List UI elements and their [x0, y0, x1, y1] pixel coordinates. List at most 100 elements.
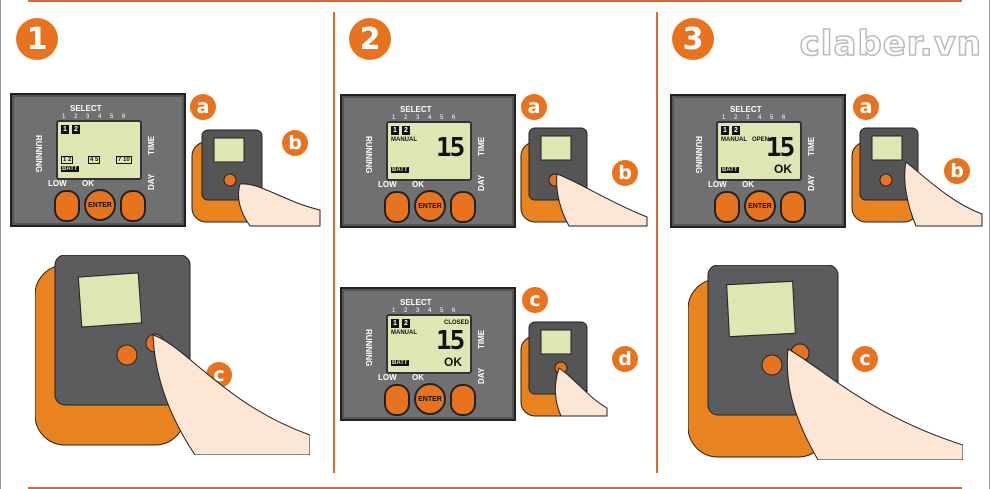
- select-digit-3: 3: [746, 115, 750, 121]
- divider-1: [333, 12, 335, 473]
- low-label: LOW: [378, 180, 397, 189]
- enter-button[interactable]: ENTER: [744, 190, 776, 222]
- top-rule: [28, 0, 962, 2]
- lcd-battery: BATT: [61, 166, 79, 172]
- lcd-box-1: 1: [61, 125, 69, 134]
- lcd-state: CLOSED: [444, 320, 470, 326]
- step3-badge-b: b: [944, 158, 970, 184]
- select-digit-2: 2: [404, 308, 408, 314]
- lcd-slot-1: 1 2: [61, 156, 74, 164]
- step1-device-photo-large: [35, 255, 310, 455]
- select-digit-1: 1: [62, 114, 66, 120]
- day-label: DAY: [477, 367, 486, 384]
- lcd-box-2: 2: [402, 126, 410, 135]
- frame-left-edge: [0, 0, 1, 489]
- step2-badge-c: c: [522, 287, 548, 313]
- select-digit-4: 4: [758, 115, 762, 121]
- day-label: DAY: [147, 173, 156, 190]
- step2-device-photo-top: [520, 127, 648, 227]
- lcd-mode: MANUAL: [391, 137, 417, 143]
- lcd-ok: OK: [774, 162, 792, 176]
- lcd-value: 15: [436, 326, 465, 356]
- select-digit-5: 5: [440, 308, 444, 314]
- low-label: LOW: [48, 179, 67, 188]
- select-digit-5: 5: [440, 115, 444, 121]
- step3-device-photo-large: [688, 265, 963, 460]
- running-label: RUNNING: [34, 135, 43, 173]
- lcd-battery: BATT: [721, 167, 739, 173]
- lcd-state: OPEN: [752, 137, 770, 143]
- time-label: TIME: [477, 329, 486, 349]
- select-digit-2: 2: [734, 115, 738, 121]
- low-label: LOW: [378, 373, 397, 382]
- right-arrow-button[interactable]: [780, 191, 806, 223]
- select-digit-2: 2: [74, 114, 78, 120]
- left-arrow-button[interactable]: [384, 191, 410, 223]
- lcd-value: 15: [766, 133, 795, 163]
- running-label: RUNNING: [694, 136, 703, 174]
- right-arrow-button[interactable]: [450, 191, 476, 223]
- step3-badge-c: c: [852, 346, 878, 372]
- step3a-lcd: 1 2 MANUAL OPEN 15 OK BATT: [716, 121, 802, 181]
- select-digit-5: 5: [110, 114, 114, 120]
- ok-label: OK: [412, 373, 424, 382]
- select-digit-2: 2: [404, 115, 408, 121]
- right-arrow-button[interactable]: [450, 384, 476, 416]
- select-digit-1: 1: [392, 308, 396, 314]
- bottom-rule: [28, 487, 962, 489]
- lcd-box-2: 2: [72, 125, 80, 134]
- time-label: TIME: [477, 136, 486, 156]
- select-label: SELECT: [730, 105, 762, 114]
- running-label: RUNNING: [364, 136, 373, 174]
- lcd-battery: BATT: [391, 360, 409, 366]
- lcd-value: 15: [436, 133, 465, 163]
- enter-button[interactable]: ENTER: [414, 190, 446, 222]
- select-digit-3: 3: [86, 114, 90, 120]
- select-digit-6: 6: [122, 114, 126, 120]
- step2c-control-panel: SELECT 1 2 MANUAL CLOSED 15 OK BATT RUNN…: [340, 287, 516, 421]
- select-digit-6: 6: [452, 308, 456, 314]
- select-digit-4: 4: [98, 114, 102, 120]
- lcd-box-1: 1: [391, 126, 399, 135]
- day-label: DAY: [477, 174, 486, 191]
- lcd-box-1: 1: [391, 319, 399, 328]
- step2a-lcd: 1 2 MANUAL 15 BATT: [386, 121, 472, 181]
- step-3-badge: 3: [672, 18, 714, 60]
- left-arrow-button[interactable]: [714, 191, 740, 223]
- right-arrow-button[interactable]: [120, 190, 146, 222]
- enter-button[interactable]: ENTER: [84, 189, 116, 221]
- time-label: TIME: [807, 136, 816, 156]
- ok-label: OK: [412, 180, 424, 189]
- select-digit-6: 6: [782, 115, 786, 121]
- low-label: LOW: [708, 180, 727, 189]
- select-digit-6: 6: [452, 115, 456, 121]
- lcd-ok: OK: [444, 355, 462, 369]
- select-digit-3: 3: [416, 115, 420, 121]
- step-2-badge: 2: [349, 18, 391, 60]
- select-label: SELECT: [400, 105, 432, 114]
- lcd-slot-2: 4 5: [88, 156, 101, 164]
- step2-badge-d: d: [612, 346, 638, 372]
- select-label: SELECT: [70, 104, 102, 113]
- step1-badge-b: b: [282, 130, 308, 156]
- lcd-box-2: 2: [732, 126, 740, 135]
- select-digit-4: 4: [428, 115, 432, 121]
- lcd-slot-3: 7 10: [116, 156, 132, 164]
- left-arrow-button[interactable]: [54, 190, 80, 222]
- step1-lcd: 1 2 1 2 4 5 7 10 BATT: [56, 120, 142, 180]
- select-digit-5: 5: [770, 115, 774, 121]
- step2c-lcd: 1 2 MANUAL CLOSED 15 OK BATT: [386, 314, 472, 374]
- lcd-battery: BATT: [391, 167, 409, 173]
- lcd-box-2: 2: [402, 319, 410, 328]
- left-arrow-button[interactable]: [384, 384, 410, 416]
- enter-button[interactable]: ENTER: [414, 383, 446, 415]
- day-label: DAY: [807, 174, 816, 191]
- step1-badge-a: a: [190, 94, 216, 120]
- step1-control-panel: SELECT 1 2 1 2 4 5 7 10 BATT RUNNING TIM…: [10, 93, 186, 227]
- step2-badge-a: a: [521, 94, 547, 120]
- step3-device-photo-small: [851, 127, 983, 227]
- step2-badge-b: b: [612, 160, 638, 186]
- step3-badge-a: a: [853, 94, 879, 120]
- running-label: RUNNING: [364, 329, 373, 367]
- lcd-box-1: 1: [721, 126, 729, 135]
